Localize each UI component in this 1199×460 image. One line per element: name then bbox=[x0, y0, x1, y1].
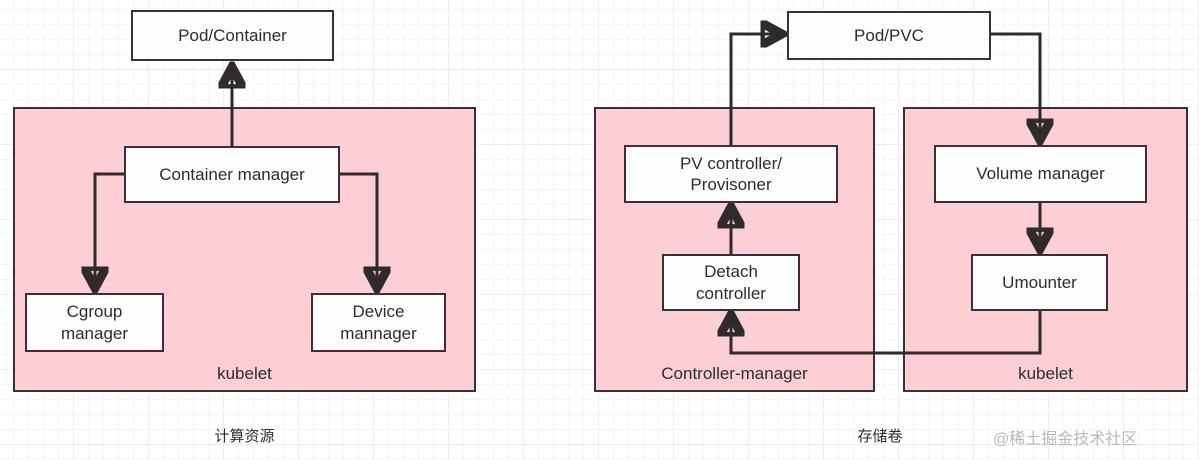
group-kubelet-compute-label: kubelet bbox=[217, 364, 272, 383]
node-cgroup-manager[interactable]: Cgroup manager bbox=[25, 293, 164, 352]
caption-storage-volume: 存储卷 bbox=[857, 428, 903, 445]
node-volume-manager-label: Volume manager bbox=[976, 164, 1105, 184]
node-device-manager-label-line2: mannager bbox=[340, 323, 417, 343]
node-umounter-label: Umounter bbox=[1002, 272, 1077, 292]
group-controller-manager-label: Controller-manager bbox=[661, 364, 808, 383]
node-container-manager-label: Container manager bbox=[159, 164, 305, 184]
node-pv-controller-provisioner[interactable]: PV controller/ Provisoner bbox=[624, 145, 838, 203]
node-volume-manager[interactable]: Volume manager bbox=[934, 145, 1147, 203]
node-pv-controller-label-line2: Provisoner bbox=[690, 175, 772, 194]
group-kubelet-storage-label: kubelet bbox=[1018, 364, 1073, 383]
node-pod-pvc-label: Pod/PVC bbox=[854, 25, 924, 45]
node-cgroup-manager-label-line2: manager bbox=[60, 323, 129, 343]
node-pod-container-label: Pod/Container bbox=[178, 25, 287, 45]
node-pod-pvc[interactable]: Pod/PVC bbox=[787, 11, 991, 60]
watermark-label: @稀土掘金技术社区 bbox=[993, 431, 1138, 448]
node-detach-controller[interactable]: Detach controller bbox=[662, 254, 800, 311]
caption-compute-resources: 计算资源 bbox=[214, 428, 275, 445]
node-cgroup-manager-label-line1: Cgroup bbox=[66, 302, 123, 322]
node-device-manager[interactable]: Device mannager bbox=[311, 293, 446, 352]
node-detach-controller-label-line1: Detach bbox=[704, 262, 758, 282]
node-pv-controller-label-line1: PV controller/ bbox=[679, 153, 783, 173]
node-umounter[interactable]: Umounter bbox=[971, 254, 1108, 311]
node-device-manager-label-line1: Device bbox=[352, 302, 405, 322]
node-detach-controller-label-line2: controller bbox=[696, 283, 766, 303]
node-pod-container[interactable]: Pod/Container bbox=[131, 10, 334, 61]
node-container-manager[interactable]: Container manager bbox=[124, 146, 340, 203]
